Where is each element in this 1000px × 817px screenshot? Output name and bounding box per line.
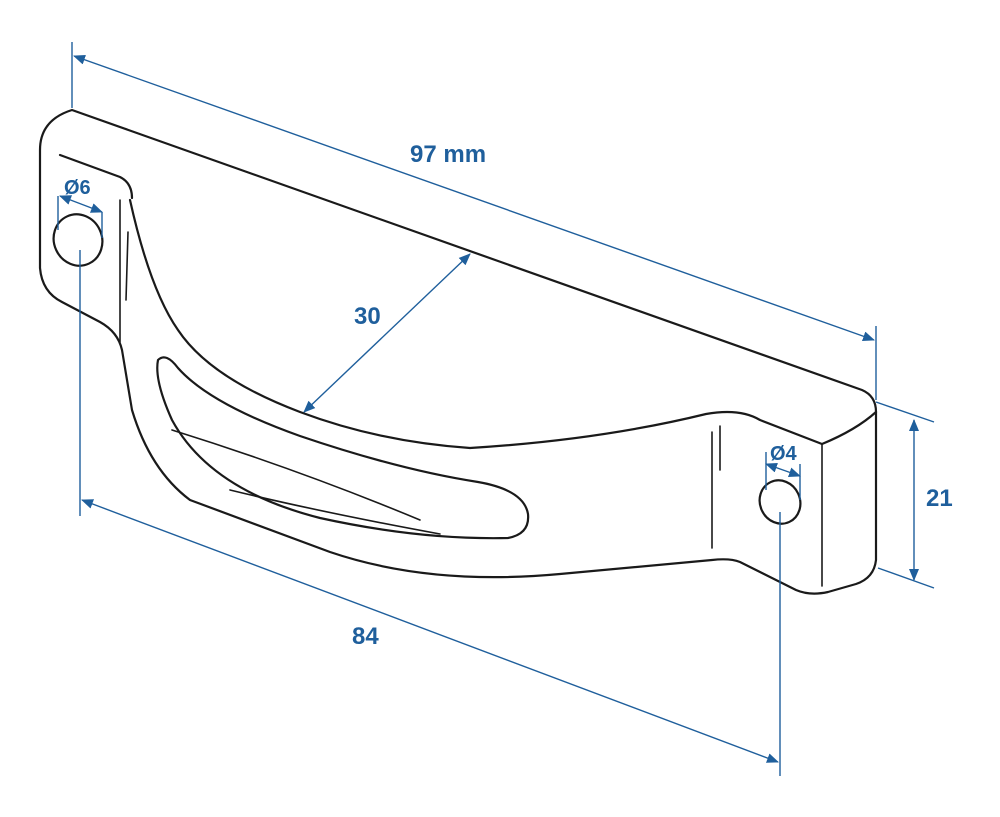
hole-large bbox=[52, 213, 104, 267]
label-height: 21 bbox=[926, 485, 953, 512]
label-width: 30 bbox=[354, 303, 381, 330]
bracket-outline bbox=[38, 108, 878, 595]
dim-line-width bbox=[303, 253, 471, 413]
label-length: 97 mm bbox=[410, 141, 486, 168]
label-spacing: 84 bbox=[352, 623, 379, 650]
label-hole-small: Ø4 bbox=[770, 443, 798, 465]
dim-line-spacing bbox=[81, 499, 779, 763]
left-end-edge-2 bbox=[125, 231, 129, 301]
ext-line-height-bottom bbox=[877, 567, 935, 589]
bracket-part bbox=[38, 108, 878, 595]
dim-line-hole-large bbox=[59, 195, 103, 213]
dim-line-length bbox=[73, 54, 875, 342]
dimensions: 97 mm 30 21 84 Ø6 Ø4 bbox=[57, 42, 953, 776]
ext-line-height-top bbox=[875, 401, 935, 423]
label-hole-large: Ø6 bbox=[64, 177, 91, 199]
inner-ridge bbox=[128, 198, 878, 450]
dim-line-hole-small bbox=[765, 462, 801, 478]
